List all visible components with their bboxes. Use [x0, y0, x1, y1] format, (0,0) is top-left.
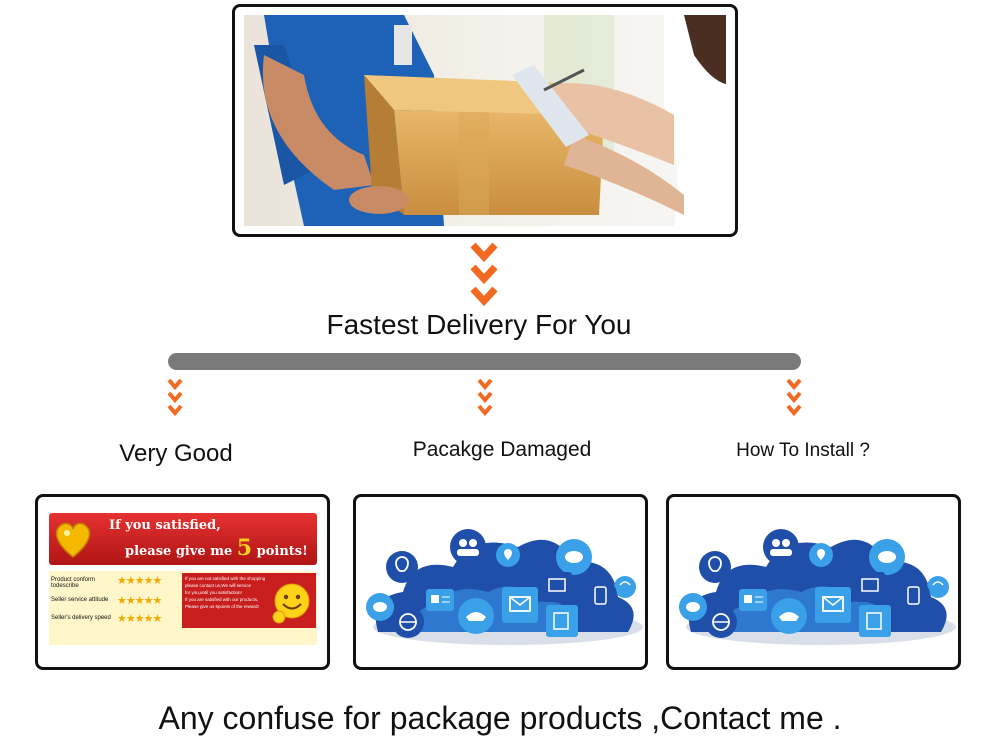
rating-row-label: Seller service attitude: [51, 597, 109, 603]
contact-icons-cloud: [679, 529, 956, 645]
down-chevrons-icon: [167, 378, 183, 417]
banner-line2-suffix: points!: [256, 544, 308, 559]
edit-icon: [859, 605, 891, 637]
contact-support-card: [353, 494, 648, 670]
phone-signal-icon: [927, 576, 949, 598]
presentation-icon: [855, 572, 885, 602]
mail-icon: [815, 587, 851, 623]
star-rating: ★★★★★: [117, 613, 162, 625]
id-card-icon: [426, 589, 454, 611]
rating-row-label: Seller's delivery speed: [51, 615, 111, 621]
lightbulb-icon: [386, 551, 418, 583]
rating-panel: Product conform todescribe ★★★★★ Seller …: [49, 571, 317, 645]
edit-icon: [546, 605, 578, 637]
star-rating: ★★★★★: [117, 595, 162, 607]
chat-bubble-icon: [556, 539, 592, 575]
rating-row-label: Product conform todescribe: [51, 577, 96, 589]
banner-line1: If you satisfied,: [109, 518, 221, 533]
headline: Fastest Delivery For You: [326, 309, 632, 340]
down-chevrons-icon: [470, 242, 498, 307]
rating-note-box: If you are not satisfied with the shoppi…: [182, 573, 316, 628]
install-help-card: [666, 494, 961, 670]
delivery-scene-illustration: [244, 15, 726, 226]
heart-icon: [55, 522, 91, 558]
banner-line2-prefix: please give me: [125, 544, 233, 559]
column-label-how-to-install: How To Install ?: [736, 440, 870, 461]
mobile-icon: [898, 579, 930, 611]
user-group-icon: [763, 529, 799, 565]
telephone-icon: [458, 598, 494, 634]
rating-note-text: If you are not satisfied with the shoppi…: [185, 576, 266, 609]
mail-icon: [502, 587, 538, 623]
location-icon: [496, 543, 520, 567]
globe-icon: [392, 606, 424, 638]
presentation-icon: [542, 572, 572, 602]
smiley-icon: [272, 583, 310, 624]
mobile-icon: [585, 579, 617, 611]
column-label-package-damaged: Pacakge Damaged: [412, 438, 592, 461]
footer-contact-text: Any confuse for package products ,Contac…: [158, 700, 842, 736]
down-chevrons-icon: [477, 378, 493, 417]
rating-banner: If you satisfied, please give me 5 point…: [49, 513, 317, 565]
banner-line2: please give me 5 points!: [125, 535, 308, 561]
down-chevrons-icon: [786, 378, 802, 417]
star-rating: ★★★★★: [117, 575, 162, 587]
chat-bubble-icon: [869, 539, 905, 575]
chat-icon: [366, 593, 394, 621]
id-card-icon: [739, 589, 767, 611]
rating-card: If you satisfied, please give me 5 point…: [35, 494, 330, 670]
lightbulb-icon: [699, 551, 731, 583]
divider-bar: [168, 353, 801, 370]
phone-signal-icon: [614, 576, 636, 598]
banner-number: 5: [236, 535, 253, 561]
location-icon: [809, 543, 833, 567]
chat-icon: [679, 593, 707, 621]
column-label-very-good: Very Good: [119, 440, 233, 467]
delivery-photo-frame: [232, 4, 738, 237]
telephone-icon: [771, 598, 807, 634]
delivery-photo: [244, 15, 726, 226]
contact-icons-cloud: [366, 529, 643, 645]
globe-icon: [705, 606, 737, 638]
user-group-icon: [450, 529, 486, 565]
